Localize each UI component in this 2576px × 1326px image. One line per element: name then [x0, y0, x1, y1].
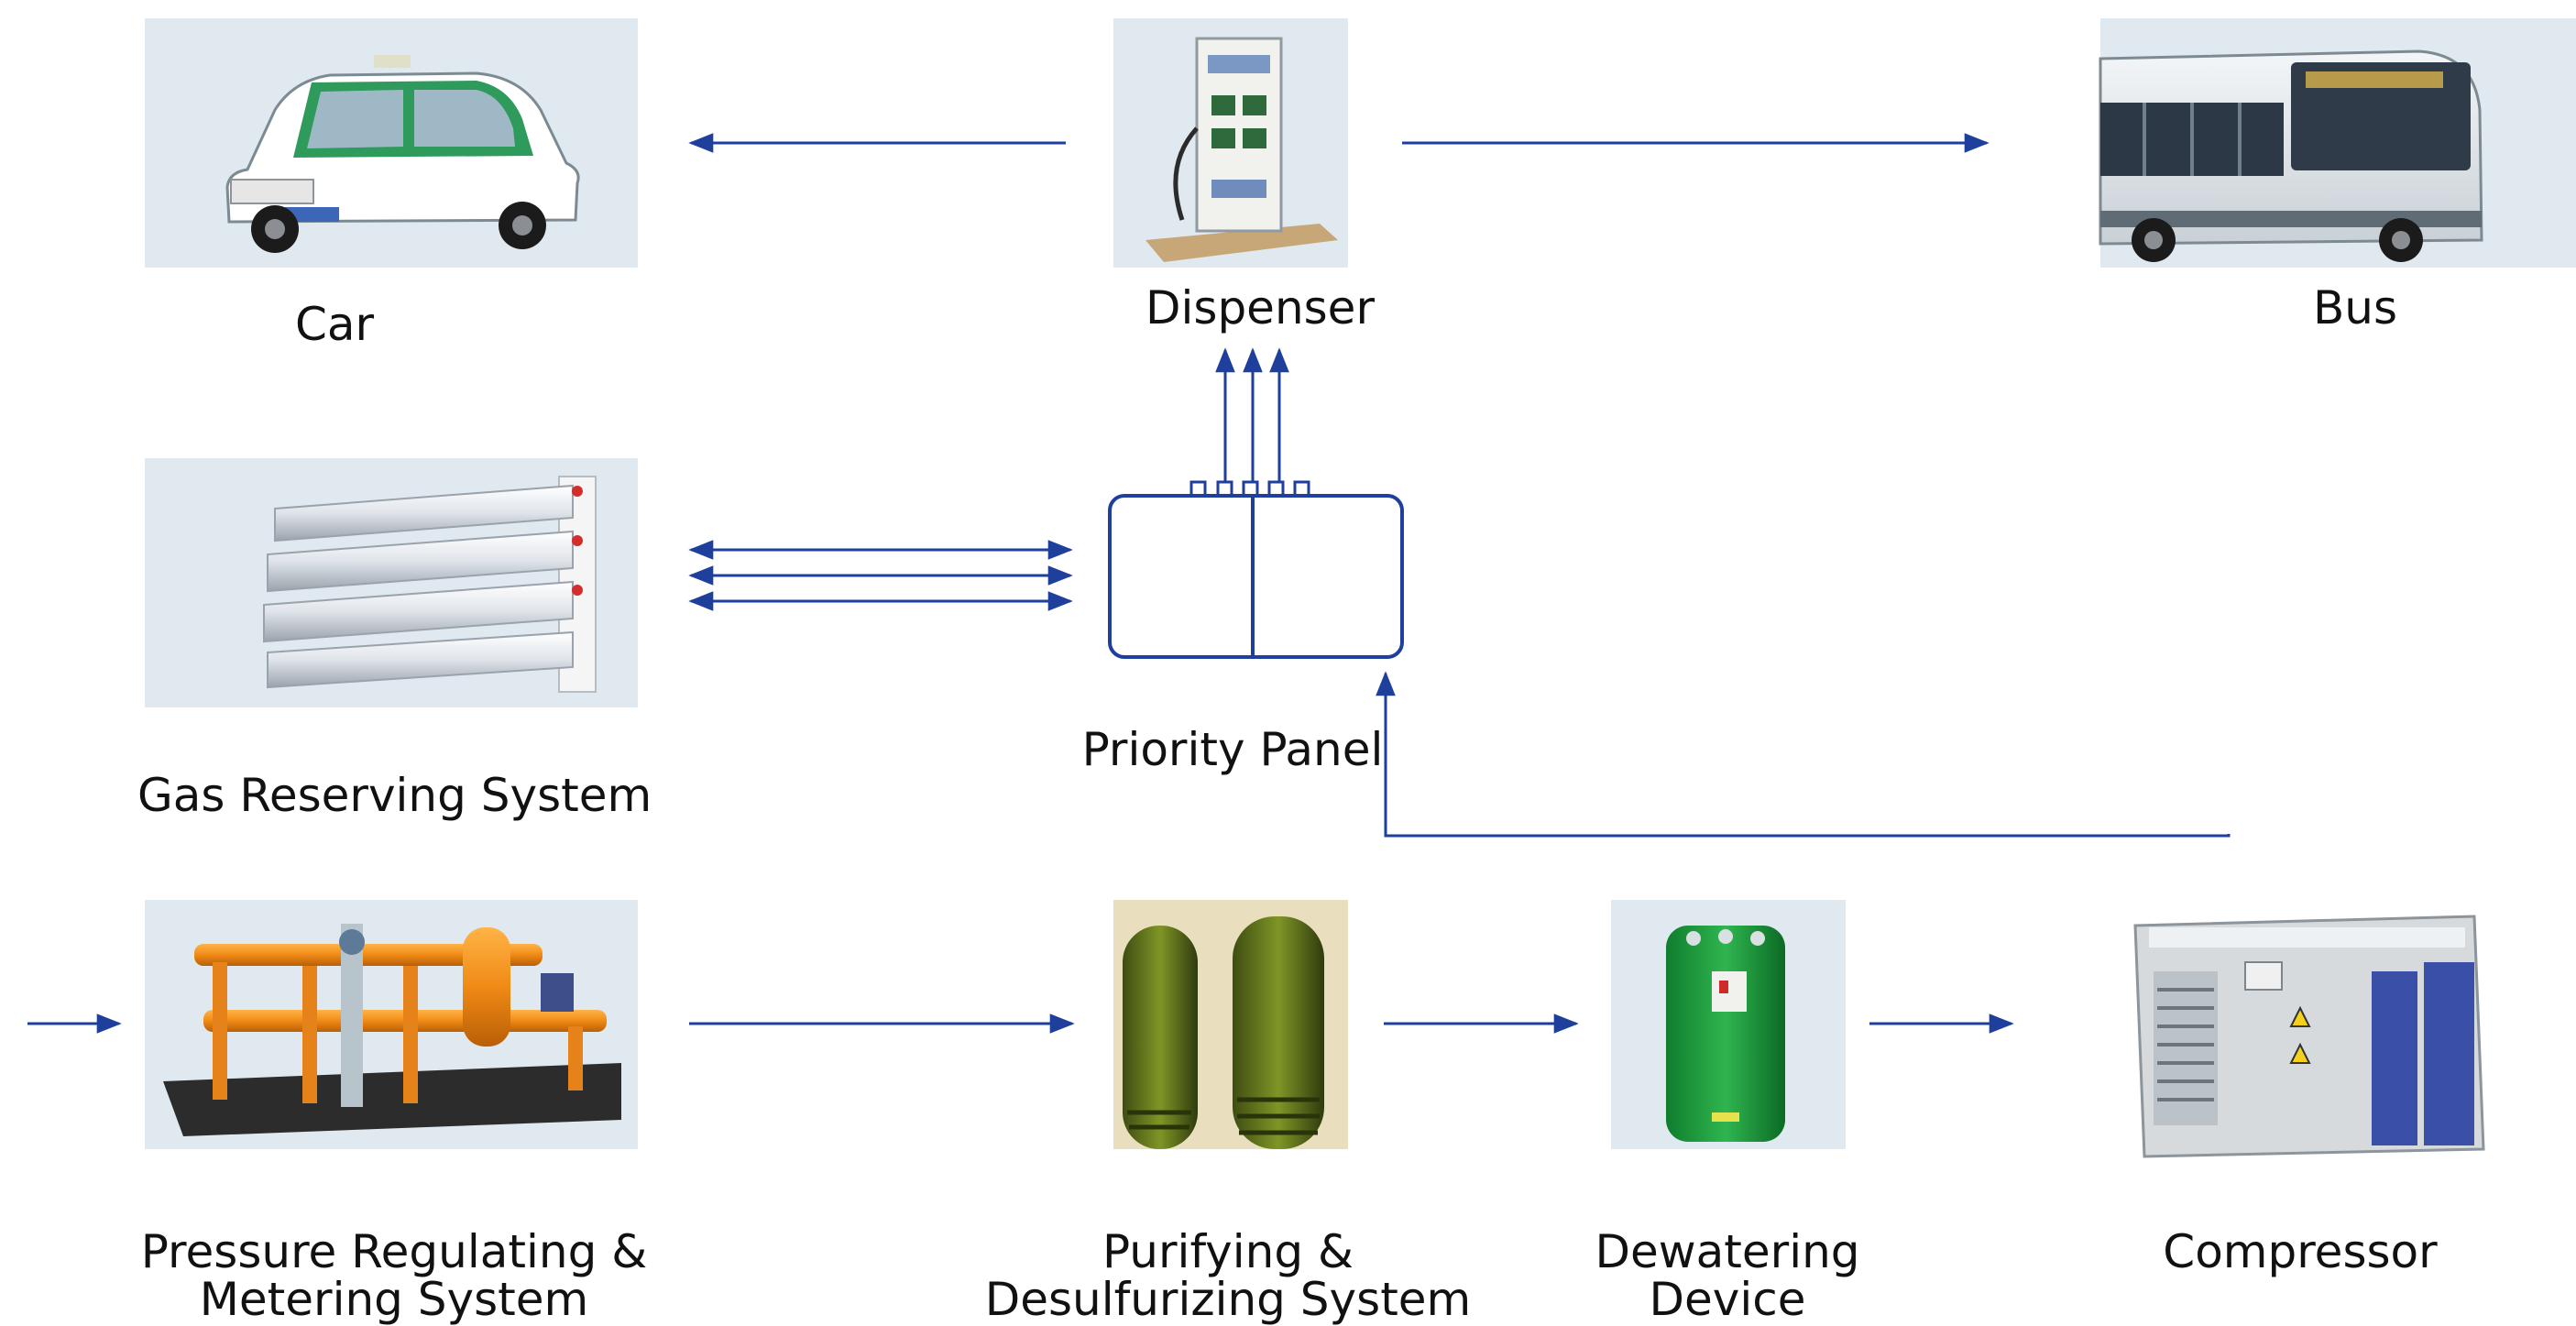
dewatering-label-line2: Device: [1649, 1273, 1806, 1326]
pressure-regulating-label-line2: Metering System: [199, 1273, 589, 1326]
priority-panel-label: Priority Panel: [1081, 723, 1384, 776]
dewatering-label: Dewatering Device: [1558, 1228, 1897, 1323]
taxi-car-photo: [145, 18, 638, 268]
pressure-regulating-label: Pressure Regulating & Metering System: [110, 1228, 678, 1323]
dryer-unit-photo: [1611, 900, 1846, 1149]
bus-label: Bus: [2312, 281, 2398, 334]
gas-reserving-label: Gas Reserving System: [137, 769, 652, 822]
dewatering-label-line1: Dewatering: [1595, 1225, 1860, 1278]
car-label: Car: [294, 298, 375, 351]
purifying-label-line2: Desulfurizing System: [984, 1273, 1472, 1326]
purifying-label-line1: Purifying &: [1102, 1225, 1354, 1278]
pipeline-skid-photo: [145, 900, 638, 1149]
city-bus-photo: [2099, 18, 2576, 268]
gas-cylinder-bank-photo: [145, 458, 638, 707]
gas-dispenser-photo: [1113, 18, 1348, 268]
priority-panel-schematic: [1108, 480, 1404, 659]
compressor-label: Compressor: [2163, 1225, 2438, 1278]
purifying-label: Purifying & Desulfurizing System: [953, 1228, 1503, 1323]
arrow-compressor-to-panel: [1376, 671, 2231, 838]
dispenser-label: Dispenser: [1145, 281, 1375, 334]
purifier-towers-photo: [1113, 900, 1348, 1149]
compressor-enclosure-photo: [2133, 915, 2485, 1158]
pressure-regulating-label-line1: Pressure Regulating &: [140, 1225, 648, 1278]
